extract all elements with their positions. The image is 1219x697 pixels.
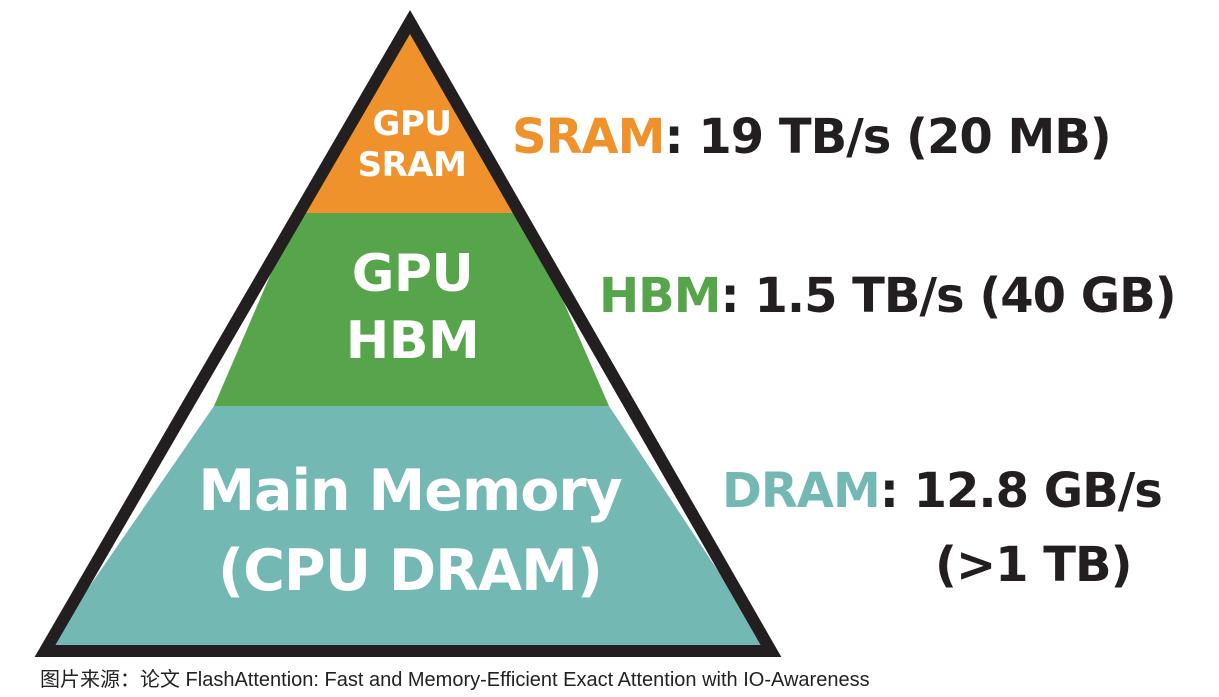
hbm-tier-label-line2: HBM	[345, 311, 480, 371]
sram-spec-detail: : 19 TB/s (20 MB)	[664, 109, 1111, 165]
sram-tier-label: GPU SRAM	[332, 104, 492, 186]
hbm-spec-name: HBM	[599, 268, 722, 324]
dram-spec-name: DRAM	[722, 463, 881, 519]
sram-tier-label-line1: GPU	[372, 104, 452, 144]
sram-tier-label-line2: SRAM	[357, 145, 467, 185]
hbm-spec-detail: : 1.5 TB/s (40 GB)	[720, 268, 1177, 324]
dram-tier-shape	[45, 406, 771, 651]
dram-tier-label-line1: Main Memory	[198, 458, 622, 524]
dram-spec-size: (>1 TB)	[935, 537, 1133, 593]
dram-tier-label: Main Memory (CPU DRAM)	[150, 451, 670, 611]
hbm-spec: HBM: 1.5 TB/s (40 GB)	[599, 266, 1177, 326]
hbm-tier-label: GPU HBM	[300, 241, 525, 375]
sram-tier-shape	[297, 22, 525, 213]
dram-spec-detail: : 12.8 GB/s	[879, 463, 1163, 519]
sram-spec-name: SRAM	[512, 109, 665, 165]
pyramid-outline	[34, 9, 782, 657]
dram-spec: DRAM: 12.8 GB/s	[722, 461, 1163, 521]
image-source-caption: 图片来源：论文 FlashAttention: Fast and Memory-…	[40, 669, 870, 691]
dram-tier-label-line2: (CPU DRAM)	[218, 538, 603, 604]
sram-spec: SRAM: 19 TB/s (20 MB)	[512, 107, 1112, 167]
hbm-tier-label-line1: GPU	[351, 244, 474, 304]
hbm-tier-shape	[214, 213, 609, 406]
